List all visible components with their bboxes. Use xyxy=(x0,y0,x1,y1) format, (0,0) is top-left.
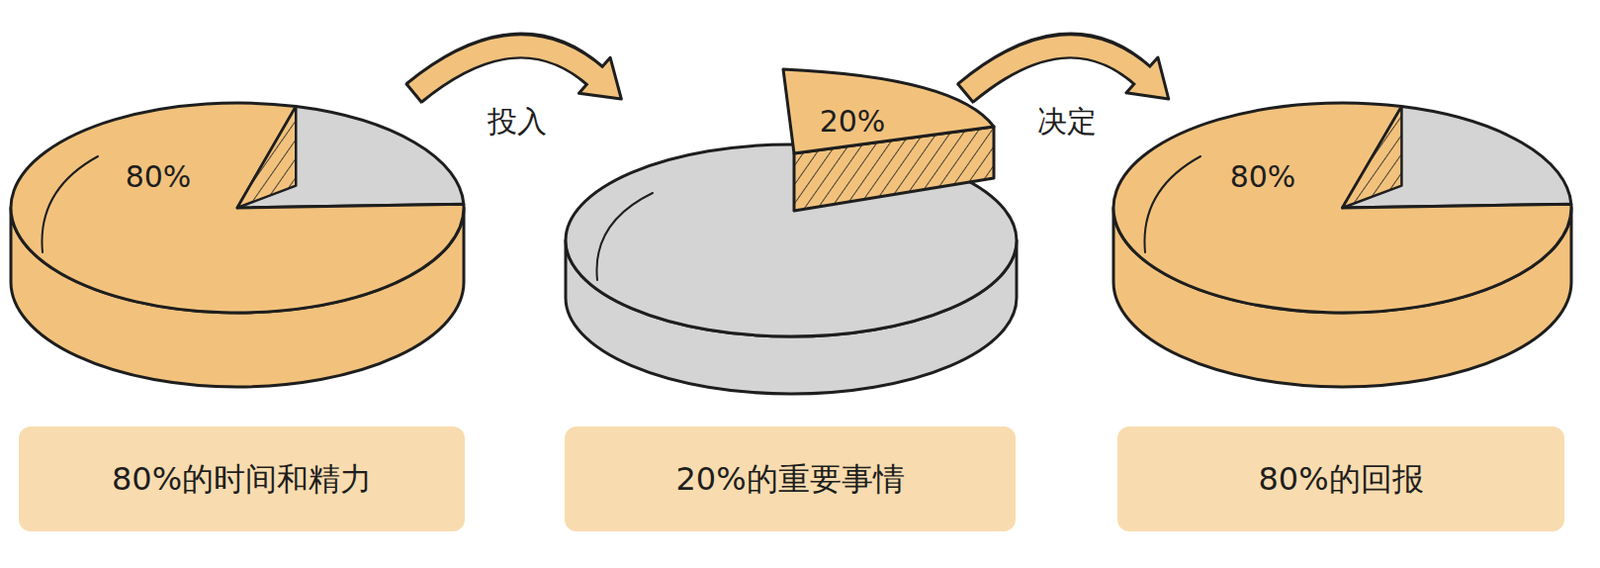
edge-label-holder: 决定 xyxy=(1037,104,1097,138)
highlight-arc xyxy=(596,192,653,280)
box-label: 20%的重要事情 xyxy=(675,459,904,498)
pie-chart: 80% xyxy=(4,98,470,396)
box-label: 80%的时间和精力 xyxy=(111,459,372,498)
label-box: 80%的时间和精力 xyxy=(18,426,465,532)
edge-label: 决定 xyxy=(1037,104,1097,138)
box-label: 80%的回报 xyxy=(1257,459,1423,498)
percent-label: 80% xyxy=(125,160,192,193)
label-box: 20%的重要事情 xyxy=(564,426,1016,532)
cut-face xyxy=(1342,106,1403,208)
arrow-shaft xyxy=(965,46,1146,93)
label-box: 80%的回报 xyxy=(1117,426,1565,532)
percent-label: 20% xyxy=(819,104,887,138)
cut-face xyxy=(237,106,296,208)
pie-illustration xyxy=(4,98,470,396)
cut-hatch xyxy=(1342,106,1403,208)
arrow-shaft xyxy=(414,46,599,93)
pie-orange-wedge xyxy=(1113,102,1572,313)
slice-top xyxy=(783,69,994,154)
arrow-tail xyxy=(405,83,422,103)
highlight-arc xyxy=(41,156,98,253)
pie-orange-wedge xyxy=(10,102,464,313)
highlight-arc xyxy=(1144,156,1201,253)
curved-arrow xyxy=(957,45,1169,103)
percent-label: 80% xyxy=(1230,160,1297,193)
pie-illustration xyxy=(1107,98,1578,396)
pie-chart: 80% xyxy=(1107,98,1578,396)
curved-arrow xyxy=(405,45,622,103)
cut-hatch xyxy=(237,106,296,208)
pie-chart: 20% xyxy=(561,98,1021,396)
edge-label: 投入 xyxy=(487,104,547,138)
edge-label-holder: 投入 xyxy=(487,104,547,138)
pie-illustration xyxy=(561,59,1021,396)
